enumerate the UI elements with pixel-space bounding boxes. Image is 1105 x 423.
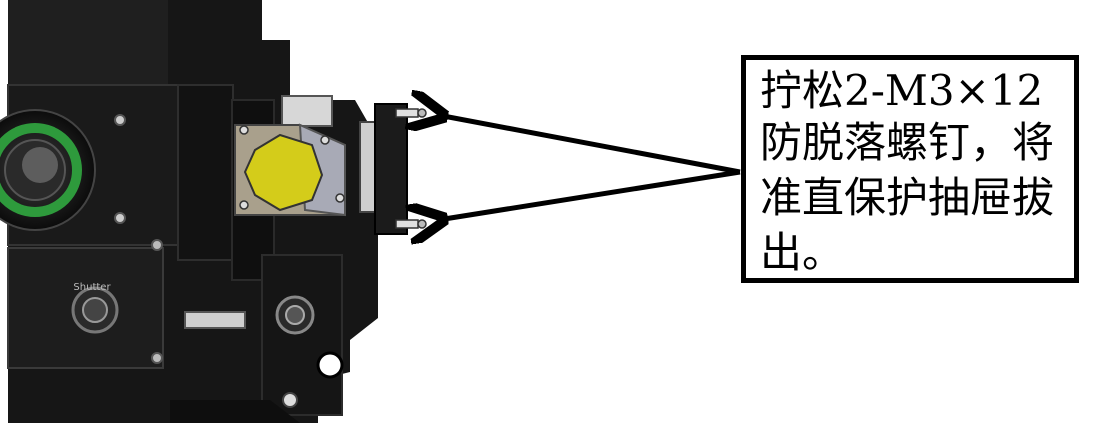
arrow-icon — [438, 115, 741, 220]
instruction-callout: 拧松2-M3×12 防脱落螺钉，将 准直保护抽屉拔 出。 — [741, 55, 1079, 283]
collimator-drawer — [234, 95, 408, 235]
callout-line-1: 拧松2-M3×12 — [760, 66, 1044, 115]
screw-icon — [114, 114, 298, 408]
connector-icon — [71, 286, 344, 379]
callout-line-4: 出。 — [760, 228, 845, 277]
shutter-label: Shutter — [73, 282, 111, 293]
callout-line-3: 准直保护抽屉拔 — [760, 173, 1055, 222]
lens-icon — [0, 109, 96, 231]
callout-line-2: 防脱落螺钉，将 — [760, 118, 1055, 167]
